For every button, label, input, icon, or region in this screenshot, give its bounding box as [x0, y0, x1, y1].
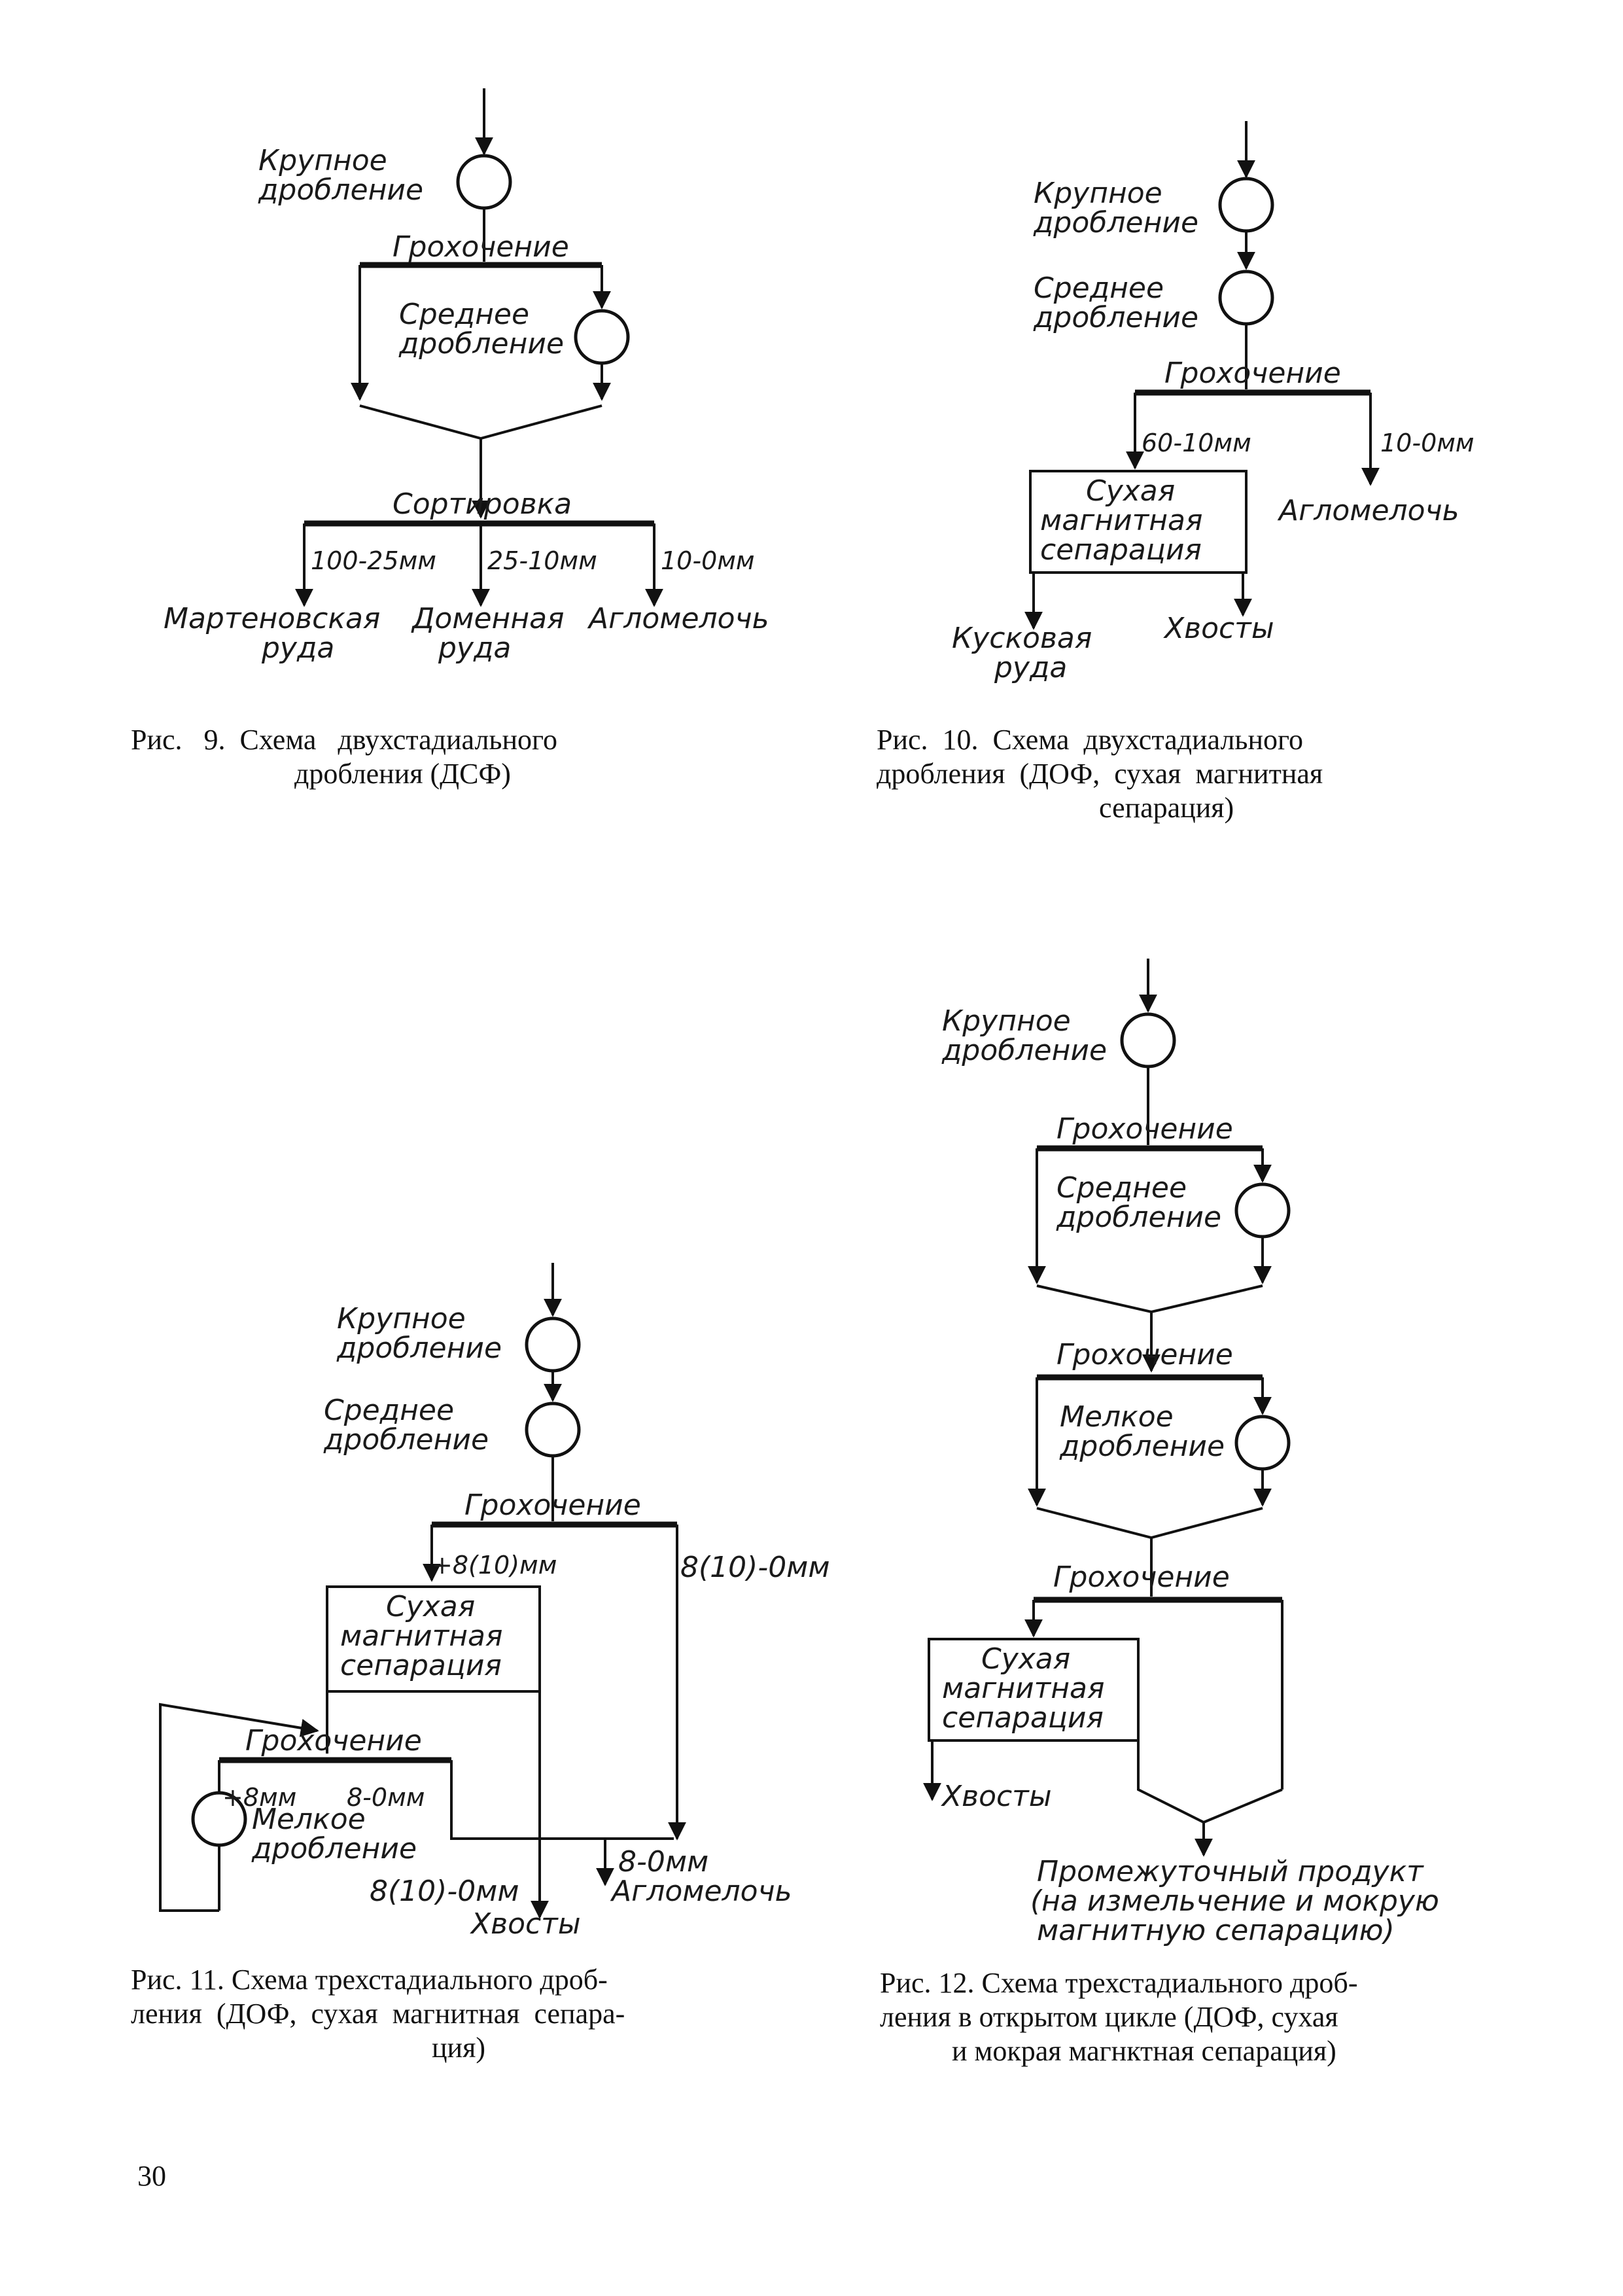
fig9-diagram: Крупное дробление Грохочение Среднее дро…	[164, 88, 769, 665]
fig12-label-box-2: магнитная	[942, 1672, 1104, 1705]
fig12-label-screening1: Грохочение	[1056, 1112, 1233, 1146]
fig11-label-agglo: Агломелочь	[610, 1875, 792, 1908]
fig12-label-box-1: Сухая	[981, 1642, 1070, 1676]
fig11-label-medium-2: дробление	[323, 1423, 489, 1457]
page-number: 30	[137, 2160, 166, 2192]
fig12-medium-crusher-node	[1234, 1182, 1291, 1239]
fig12-label-product-2: (на измельчение и мокрую	[1030, 1884, 1439, 1918]
fig9-label-size3: 10-0мм	[661, 546, 755, 575]
fig12-label-screening3: Грохочение	[1053, 1561, 1230, 1594]
fig12-label-medium-1: Среднее	[1056, 1171, 1187, 1205]
fig12-fine-crusher-node	[1234, 1415, 1291, 1471]
fig12-label-fine-2: дробление	[1059, 1430, 1225, 1463]
fig10-caption-line-1: Рис. 10. Схема двухстадиального	[877, 724, 1303, 756]
fig9-label-medium-2: дробление	[398, 327, 564, 361]
fig12-caption-line-3: и мокрая магнктная сепарация)	[952, 2035, 1336, 2067]
fig12-label-product-3: магнитную сепарацию)	[1037, 1914, 1395, 1947]
fig11-label-screening2: Грохочение	[245, 1724, 422, 1757]
fig9-label-prod3: Агломелочь	[587, 602, 769, 635]
fig9-label-coarse-1: Крупное	[258, 144, 387, 177]
fig11-caption-line-2: ления (ДОФ, сухая магнитная сепара-	[131, 1998, 625, 2030]
fig11-caption: Рис. 11. Схема трехстадиального дроб- ле…	[131, 1963, 818, 2065]
fig9-label-medium-1: Среднее	[399, 298, 529, 331]
fig11-label-size1: +8(10)мм	[432, 1551, 557, 1580]
fig11-label-size4: 8-0мм	[347, 1783, 425, 1812]
fig10-coarse-crusher-node	[1218, 177, 1274, 233]
fig9-label-size2: 25-10мм	[487, 546, 597, 575]
fig11-label-screening1: Грохочение	[464, 1489, 641, 1522]
fig11-label-fine-2: дробление	[251, 1832, 417, 1865]
fig12-label-fine-1: Мелкое	[1060, 1400, 1174, 1434]
fig12-caption-line-2: ления в открытом цикле (ДОФ, сухая	[880, 2001, 1338, 2033]
fig12-label-coarse-2: дробление	[941, 1034, 1107, 1067]
fig11-label-tails: Хвосты	[470, 1907, 581, 1941]
fig9-label-prod2-1: Доменная	[411, 602, 565, 635]
fig11-caption-line-3: ция)	[432, 2032, 485, 2064]
fig9-label-prod1-2: руда	[261, 631, 334, 665]
fig11-label-fine-1: Мелкое	[252, 1803, 366, 1836]
fig11-diagram: Крупное дробление Среднее дробление Грох…	[159, 1263, 830, 1941]
fig12-caption-line-1: Рис. 12. Схема трехстадиального дроб-	[880, 1967, 1358, 1999]
fig12-label-tails: Хвосты	[941, 1780, 1052, 1813]
fig10-label-medium-2: дробление	[1033, 301, 1198, 334]
fig10-label-tails: Хвосты	[1163, 612, 1274, 645]
fig10-caption-line-3: сепарация)	[1099, 792, 1234, 824]
fig11-medium-crusher-node	[525, 1402, 581, 1458]
fig12-label-screening2: Грохочение	[1056, 1338, 1233, 1371]
fig10-label-box-1: Сухая	[1086, 474, 1175, 508]
fig11-label-box-1: Сухая	[386, 1590, 475, 1623]
fig9-label-prod2-2: руда	[438, 631, 511, 665]
fig11-separation-box	[326, 1585, 541, 1693]
fig10-medium-crusher-node	[1218, 270, 1274, 326]
fig10-label-box-3: сепарация	[1040, 533, 1202, 567]
fig10-diagram: Крупное дробление Среднее дробление Грох…	[952, 121, 1475, 684]
fig11-label-coarse-2: дробление	[336, 1332, 502, 1365]
fig12-label-product-1: Промежуточный продукт	[1037, 1855, 1424, 1888]
fig12-coarse-crusher-node	[1120, 1012, 1176, 1069]
fig9-label-prod1-1: Мартеновская	[164, 602, 380, 635]
fig10-label-size2: 10-0мм	[1380, 429, 1475, 457]
fig10-label-agglo: Агломелочь	[1277, 494, 1459, 527]
fig11-label-size3: +8мм	[222, 1783, 296, 1812]
fig10-label-size1: 60-10мм	[1142, 429, 1251, 457]
fig11-label-medium-1: Среднее	[324, 1394, 454, 1427]
fig12-label-medium-2: дробление	[1056, 1201, 1221, 1234]
fig11-label-box-3: сепарация	[340, 1649, 502, 1682]
fig9-label-coarse-2: дробление	[258, 173, 423, 207]
fig10-label-coarse-2: дробление	[1033, 206, 1198, 239]
fig10-label-screening: Грохочение	[1164, 357, 1341, 390]
fig11-label-size2: 8(10)-0мм	[680, 1551, 830, 1584]
fig11-label-box-2: магнитная	[340, 1619, 502, 1653]
fig10-label-lump-1: Кусковая	[952, 622, 1092, 655]
fig10-label-lump-2: руда	[994, 651, 1067, 684]
fig9-caption-line-1: Рис. 9. Схема двухстадиального	[131, 724, 557, 756]
fig9-coarse-crusher-node	[456, 154, 512, 210]
fig9-caption: Рис. 9. Схема двухстадиального дробления…	[131, 723, 772, 791]
fig9-label-sorting: Сортировка	[393, 487, 572, 521]
fig10-label-medium-1: Среднее	[1034, 272, 1164, 305]
fig10-caption: Рис. 10. Схема двухстадиального дроблени…	[877, 723, 1531, 825]
fig12-diagram: Крупное дробление Грохочение Среднее дро…	[923, 959, 1439, 1947]
fig9-label-size1: 100-25мм	[311, 546, 436, 575]
fig10-label-box-2: магнитная	[1040, 504, 1202, 537]
fig11-label-coarse-1: Крупное	[337, 1302, 466, 1335]
fig10-separation-box	[1029, 470, 1248, 574]
fig11-caption-line-1: Рис. 11. Схема трехстадиального дроб-	[131, 1964, 608, 1996]
fig10-caption-line-2: дробления (ДОФ, сухая магнитная	[877, 758, 1323, 790]
fig9-medium-crusher-node	[574, 309, 630, 365]
fig12-label-coarse-1: Крупное	[942, 1004, 1071, 1038]
fig11-coarse-crusher-node	[525, 1316, 581, 1373]
fig11-label-size5: 8(10)-0мм	[370, 1875, 519, 1908]
fig9-label-screening: Грохочение	[393, 230, 569, 264]
fig11-label-size6: 8-0мм	[618, 1845, 708, 1879]
fig12-caption: Рис. 12. Схема трехстадиального дроб- ле…	[880, 1966, 1534, 2068]
fig12-separation-box	[928, 1638, 1140, 1742]
fig9-caption-line-2: дробления (ДСФ)	[294, 758, 511, 790]
fig10-label-coarse-1: Крупное	[1034, 177, 1162, 210]
fig12-label-box-3: сепарация	[942, 1701, 1104, 1735]
